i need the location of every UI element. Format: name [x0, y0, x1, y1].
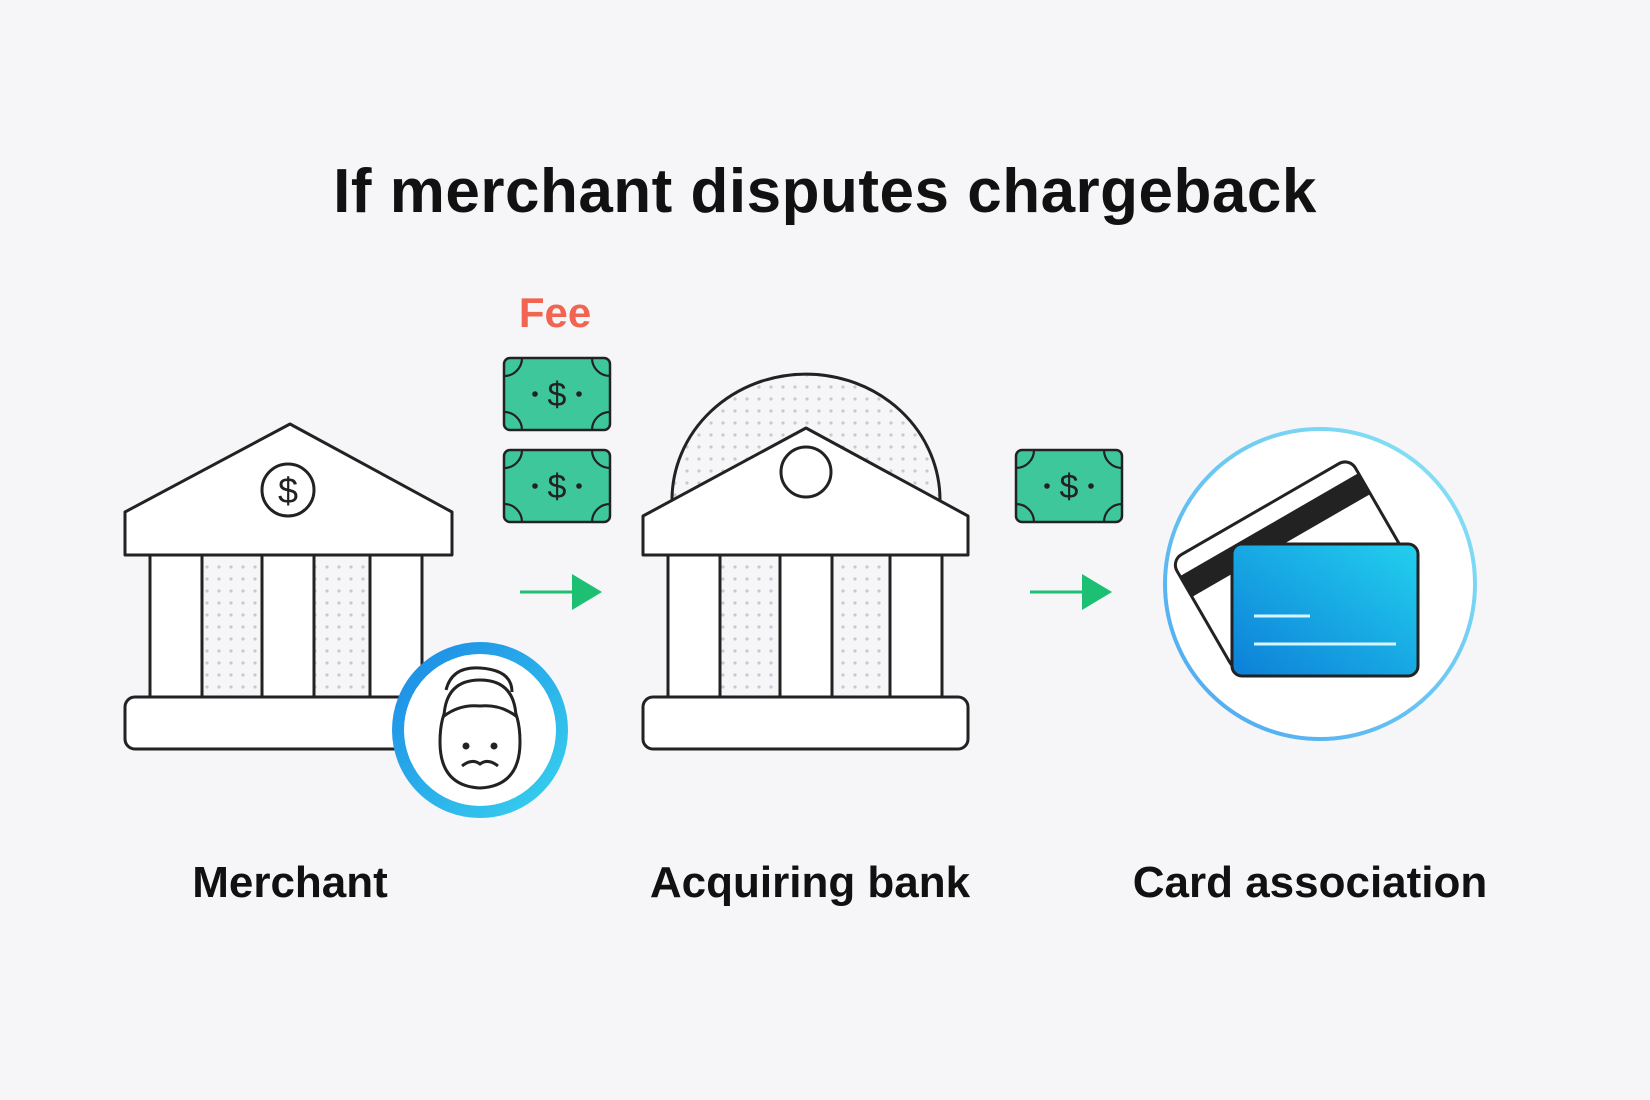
fee-label: Fee: [518, 289, 592, 336]
arrow-right-icon-2: [1028, 572, 1114, 612]
merchant-label: Merchant: [192, 858, 388, 907]
card-association-label: Card association: [1132, 858, 1488, 907]
fee-bill-icon-1: [502, 356, 612, 432]
acquiring-bank-icon: [641, 372, 970, 751]
svg-text:$: $: [278, 470, 298, 511]
card-association-icon: [1163, 427, 1477, 741]
arrow-right-icon-1: [518, 572, 604, 612]
page-title: If merchant disputes chargeback: [333, 157, 1317, 226]
money-bill-icon: [1014, 448, 1124, 524]
merchant-avatar-icon: [392, 642, 568, 818]
acquiring-bank-label: Acquiring bank: [649, 858, 971, 907]
merchant-bank-icon: $: [123, 422, 454, 751]
fee-bill-icon-2: [502, 448, 612, 524]
